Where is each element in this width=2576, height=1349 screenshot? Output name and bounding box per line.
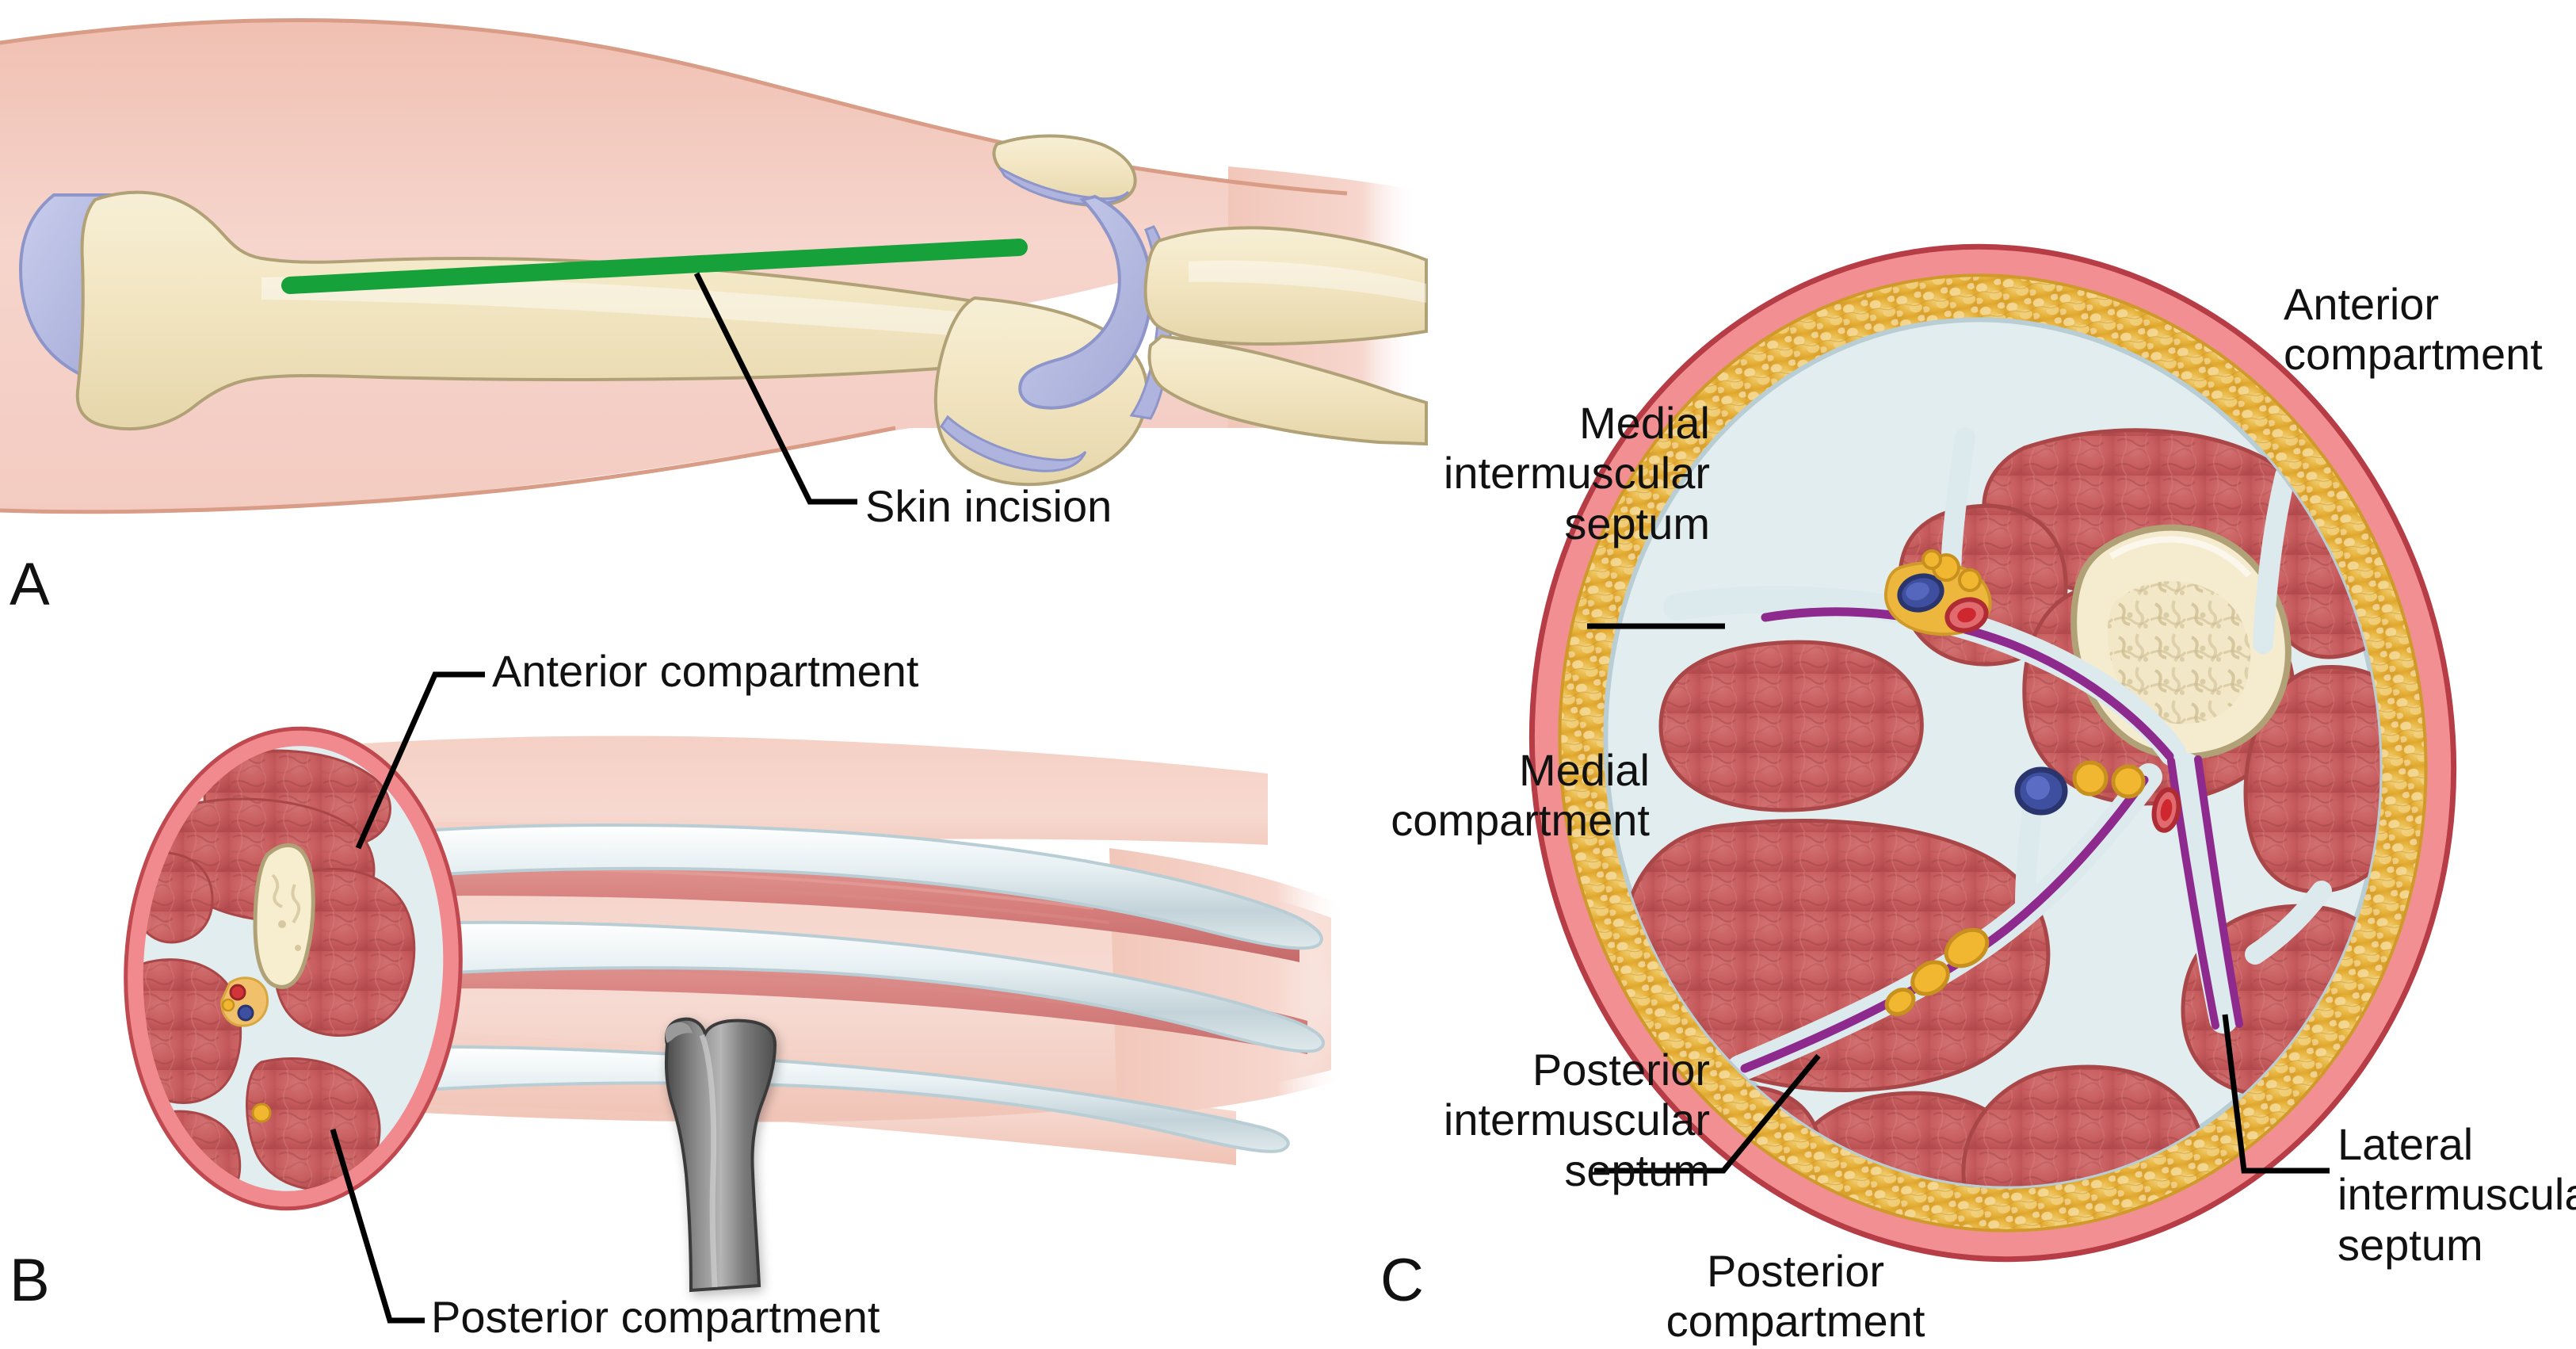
arm-skin-outline-a	[0, 18, 1348, 196]
callout-anterior-compartment-b: Anterior compartment	[492, 646, 919, 696]
arm-skin-outline-a-lower	[0, 426, 896, 514]
lateral-septum-band-c	[2173, 753, 2238, 1034]
nerve-posterior-b	[251, 1103, 272, 1123]
neurovascular-bundle-central-c	[2014, 760, 2181, 833]
callout-skin-incision: Skin incision	[865, 481, 1112, 531]
panel-letter-a: A	[10, 551, 50, 618]
leader-posterior-septum-c	[1594, 1053, 1821, 1174]
callout-medial-intermuscular-septum-c: Medial intermuscular septum	[1443, 398, 1710, 548]
callout-lateral-intermuscular-septum-c: Lateral intermuscular septum	[2337, 1119, 2576, 1270]
panel-a-illustration	[0, 18, 1428, 514]
leader-skin-incision	[693, 272, 857, 505]
nerve-central-2-c	[2111, 764, 2146, 799]
fascia-flap-upper-b	[315, 823, 1323, 950]
panel-c-illustration	[1528, 243, 2457, 1263]
vein-b	[237, 1004, 254, 1022]
humerus-a	[75, 190, 1055, 430]
leader-anterior-compartment-b	[355, 671, 485, 850]
muscle-medial-1	[1658, 640, 1924, 812]
lateral-intermuscular-septum-line-b-c	[2194, 755, 2243, 1028]
humerus-trabeculae-c	[2107, 581, 2251, 724]
nerve-central-1-c	[2072, 760, 2109, 797]
panel-letter-b: B	[10, 1247, 50, 1314]
leader-lines	[330, 272, 2330, 1324]
callout-anterior-compartment-c: Anterior compartment	[2284, 279, 2543, 380]
fascia-flap-mid-b	[322, 920, 1325, 1053]
radius-a	[1143, 226, 1428, 346]
artery-b	[229, 984, 246, 1001]
capitellum-cartilage-a	[940, 415, 1087, 472]
nerve-superior-3-c	[1922, 549, 1942, 570]
posterior-intermuscular-septum-line-c	[1740, 775, 2149, 1073]
callout-posterior-compartment-b: Posterior compartment	[431, 1292, 880, 1342]
nerve-superior-2-c	[1958, 568, 1982, 592]
nerve-b	[221, 998, 235, 1012]
skin-incision-line	[281, 239, 1028, 294]
neurovascular-bundle-superior-c	[1883, 549, 1992, 636]
retractor-b	[664, 1017, 777, 1293]
humerus-shading-a	[261, 276, 1046, 342]
olecranon-cartilage-a	[998, 166, 1130, 206]
deep-muscle-upper-b	[341, 849, 1299, 962]
arm-section-outline-b	[124, 726, 463, 1211]
callout-posterior-intermuscular-septum-c: Posterior intermuscular septum	[1443, 1045, 1710, 1195]
panel-b-illustration	[122, 726, 1347, 1293]
trabeculae-b	[271, 873, 301, 951]
panel-letter-c: C	[1380, 1247, 1424, 1314]
ulna-a	[1147, 334, 1428, 446]
radius-shading-a	[1189, 260, 1426, 303]
leader-posterior-compartment-b	[330, 1128, 425, 1324]
leader-lateral-septum-c	[2222, 1014, 2330, 1174]
callout-posterior-compartment-c: Posterior compartment	[1666, 1246, 1925, 1347]
callout-medial-compartment-c: Medial compartment	[1391, 745, 1650, 846]
neurovascular-bundle-b	[220, 976, 269, 1027]
nerve-cluster-posterior-c	[1884, 927, 1990, 1016]
medial-intermuscular-septum-line-c	[1761, 607, 2174, 761]
arm-section-skin-rim-b	[125, 728, 461, 1209]
humerus-section-b	[253, 843, 315, 989]
humerus-cortex-highlight-c	[2109, 536, 2252, 578]
